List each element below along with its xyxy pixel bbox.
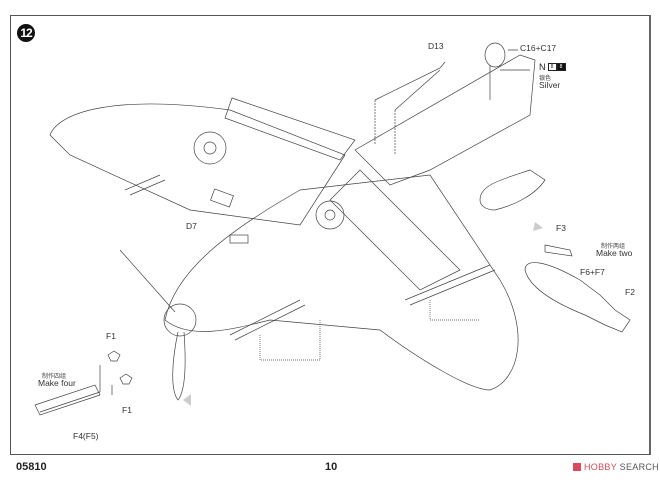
page-number: 10 (325, 461, 338, 473)
right-wheel (315, 200, 345, 230)
rocket-rack-center (229, 299, 306, 341)
f1-fin-bottom (119, 373, 133, 385)
hobbysearch-logo-icon (573, 463, 581, 471)
propeller-blade-lower (172, 331, 186, 401)
paint-callout: N 8 8 (539, 62, 566, 72)
kit-number: 05810 (16, 461, 47, 473)
part-label-c16-c17: C16+C17 (520, 43, 557, 53)
tail-plane (329, 169, 461, 291)
part-label-f4-f5: F4(F5) (73, 431, 99, 441)
paint-chip: 8 (547, 63, 557, 71)
part-label-f6-f7: F6+F7 (580, 267, 605, 277)
paint-name-en: Silver (539, 80, 561, 90)
part-label-f2: F2 (625, 287, 635, 297)
left-wing (49, 103, 346, 226)
note-make-four-en: Make four (38, 378, 76, 388)
drop-tank-right (524, 262, 631, 333)
step-number-badge: 12 (17, 24, 35, 42)
d13-strut (374, 61, 446, 111)
part-label-d13: D13 (428, 41, 444, 51)
rocket-left-wing (124, 174, 166, 196)
part-label-f3: F3 (556, 223, 566, 233)
cockpit-grille (229, 234, 249, 244)
part-label-f1: F1 (122, 405, 132, 415)
page-border (10, 15, 651, 455)
propeller-blade-upper (119, 249, 176, 313)
part-label-f1: F1 (106, 331, 116, 341)
paint-name-cn: 银色 (539, 76, 552, 82)
direction-arrow (183, 394, 191, 406)
watermark: HOBBY SEARCH (573, 462, 659, 472)
rocket-assembly-f4 (34, 384, 101, 416)
c16-c17-part (484, 42, 506, 68)
rocket-rack-right (404, 264, 496, 306)
paint-chip: 8 (556, 63, 566, 71)
drop-tank-upper (479, 169, 546, 211)
paint-code: N (539, 62, 546, 72)
note-make-two-en: Make two (596, 248, 633, 258)
note-make-four-cn: 制作四组 (42, 374, 67, 380)
right-wing (354, 54, 536, 186)
spinner (163, 303, 197, 337)
f1-fin-top (107, 350, 121, 362)
canopy-part (210, 188, 234, 208)
note-make-two-cn: 制作两组 (601, 244, 626, 250)
direction-arrow (533, 222, 543, 231)
part-label-d7: D7 (186, 221, 197, 231)
left-wheel (193, 131, 227, 165)
left-flap (224, 97, 356, 161)
f3-bracket (544, 244, 573, 257)
